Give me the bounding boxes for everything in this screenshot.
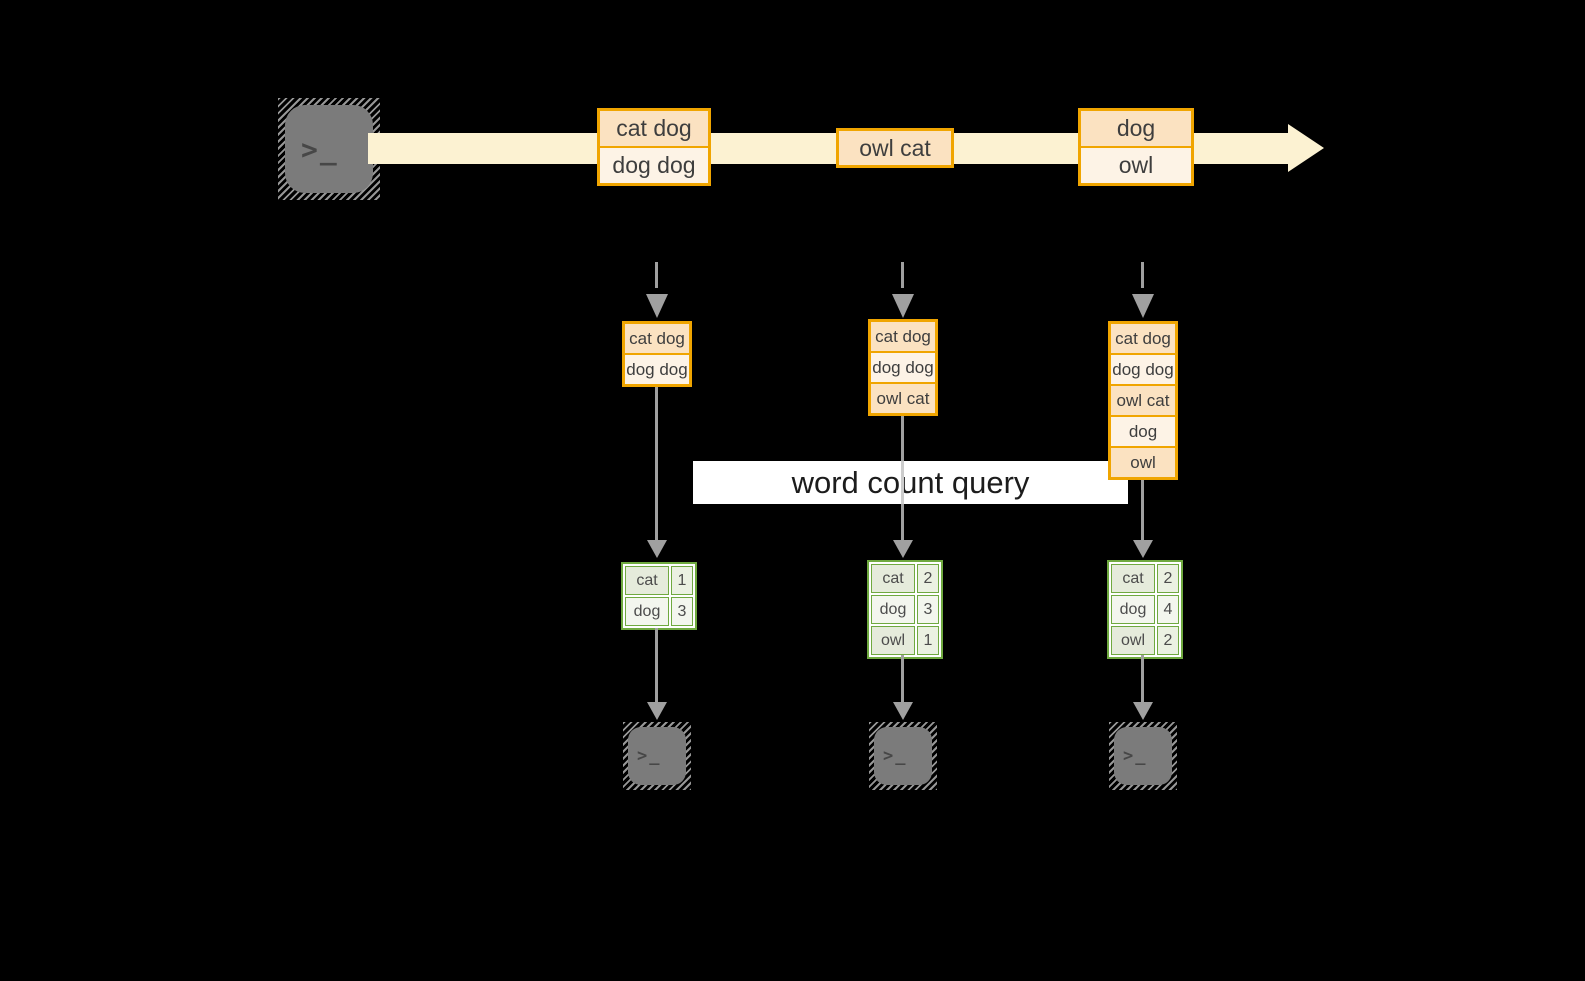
- buffer-box: cat dog dog dog owl cat: [868, 319, 938, 416]
- count-table: cat 1 dog 3: [621, 562, 697, 630]
- ingest-arrowhead-icon: [892, 294, 914, 318]
- output-terminal-icon: >_: [1109, 722, 1177, 790]
- stream-message-box: owl cat: [836, 128, 954, 168]
- stream-message-box: cat dog dog dog: [597, 108, 711, 186]
- word-cell: cat: [625, 566, 669, 595]
- output-arrowhead-icon: [647, 702, 667, 720]
- message-cell: owl cat: [839, 131, 951, 165]
- buffer-box: cat dog dog dog: [622, 321, 692, 387]
- word-cell: owl: [871, 626, 915, 655]
- count-table: cat 2 dog 3 owl 1: [867, 560, 943, 659]
- buffer-cell: cat dog: [871, 322, 935, 351]
- stream-message-box: dog owl: [1078, 108, 1194, 186]
- buffer-cell: dog: [1111, 417, 1175, 446]
- buffer-cell: cat dog: [625, 324, 689, 353]
- count-cell: 2: [917, 564, 939, 593]
- word-cell: cat: [871, 564, 915, 593]
- word-cell: dog: [1111, 595, 1155, 624]
- terminal-prompt-glyph: >_: [883, 746, 908, 766]
- count-cell: 3: [917, 595, 939, 624]
- ingest-arrow-dash: [655, 262, 658, 288]
- buffer-cell: dog dog: [1111, 355, 1175, 384]
- query-arrow-line: [655, 387, 658, 540]
- word-cell: dog: [871, 595, 915, 624]
- source-terminal-icon: >_: [278, 98, 380, 200]
- message-cell: owl: [1081, 148, 1191, 183]
- query-arrowhead-icon: [1133, 540, 1153, 558]
- message-cell: dog: [1081, 111, 1191, 146]
- output-arrowhead-icon: [1133, 702, 1153, 720]
- ingest-arrow-dash: [901, 262, 904, 288]
- count-cell: 2: [1157, 626, 1179, 655]
- output-arrowhead-icon: [893, 702, 913, 720]
- count-cell: 4: [1157, 595, 1179, 624]
- count-cell: 2: [1157, 564, 1179, 593]
- output-arrow-line: [901, 655, 904, 702]
- query-arrowhead-icon: [647, 540, 667, 558]
- ingest-arrow-dash: [1141, 262, 1144, 288]
- query-label-band: word count query: [693, 461, 1128, 504]
- word-cell: owl: [1111, 626, 1155, 655]
- terminal-prompt-glyph: >_: [637, 746, 662, 766]
- buffer-box: cat dog dog dog owl cat dog owl: [1108, 321, 1178, 480]
- query-arrowhead-icon: [893, 540, 913, 558]
- output-terminal-icon: >_: [869, 722, 937, 790]
- output-arrow-line: [655, 628, 658, 702]
- buffer-cell: dog dog: [625, 355, 689, 384]
- query-arrow-line: [1141, 480, 1144, 540]
- ingest-arrowhead-icon: [1132, 294, 1154, 318]
- output-terminal-icon: >_: [623, 722, 691, 790]
- count-cell: 3: [671, 597, 693, 626]
- output-arrow-line: [1141, 655, 1144, 702]
- buffer-cell: owl cat: [871, 384, 935, 413]
- message-cell: dog dog: [600, 148, 708, 183]
- count-cell: 1: [917, 626, 939, 655]
- word-cell: dog: [625, 597, 669, 626]
- stream-arrowhead-icon: [1288, 124, 1324, 172]
- buffer-cell: dog dog: [871, 353, 935, 382]
- terminal-prompt-glyph: >_: [301, 132, 339, 166]
- query-label: word count query: [791, 464, 1030, 500]
- message-cell: cat dog: [600, 111, 708, 146]
- terminal-prompt-glyph: >_: [1123, 746, 1148, 766]
- ingest-arrowhead-icon: [646, 294, 668, 318]
- buffer-cell: cat dog: [1111, 324, 1175, 353]
- count-table: cat 2 dog 4 owl 2: [1107, 560, 1183, 659]
- buffer-cell: owl: [1111, 448, 1175, 477]
- query-arrow-line-faint: [901, 461, 904, 504]
- word-cell: cat: [1111, 564, 1155, 593]
- count-cell: 1: [671, 566, 693, 595]
- buffer-cell: owl cat: [1111, 386, 1175, 415]
